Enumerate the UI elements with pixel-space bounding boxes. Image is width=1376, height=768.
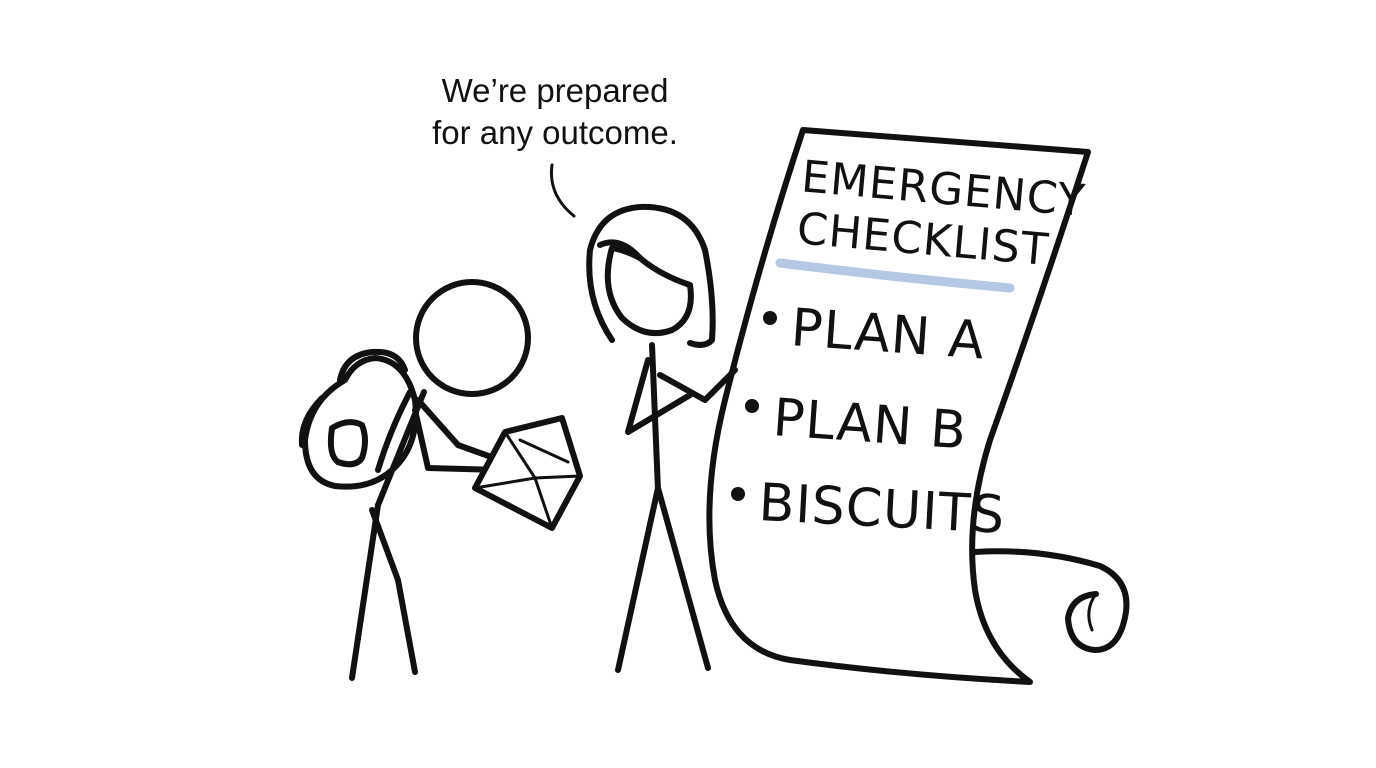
man-arm-lower <box>412 407 503 473</box>
scroll-curl-inner <box>1087 592 1098 632</box>
backpack-pocket <box>327 419 368 468</box>
woman-arm-right <box>657 367 738 403</box>
envelope-icon <box>472 415 583 531</box>
woman-hair <box>586 203 716 348</box>
backpack-strap <box>375 389 413 473</box>
envelope-letter-line <box>518 438 570 464</box>
woman-bangs <box>597 239 643 261</box>
bullet-3 <box>731 487 745 501</box>
speech-line-1: We’re prepared <box>441 72 669 109</box>
man-leg-right <box>369 507 418 675</box>
woman-leg-right <box>655 485 711 671</box>
bullet-2 <box>745 399 759 413</box>
title-underline <box>775 258 1015 293</box>
woman-leg-left <box>615 485 661 673</box>
backpack-side-flap <box>298 395 325 448</box>
man-leg-left <box>349 502 381 681</box>
checklist-item-3: BISCUITS <box>757 473 1006 546</box>
scroll-curl <box>972 548 1130 653</box>
speech-tail <box>549 163 576 218</box>
checklist-scroll: EMERGENCY CHECKLIST PLAN A PLAN B BISCUI… <box>706 127 1130 685</box>
envelope-fold-1 <box>473 476 537 490</box>
envelope-fold-2 <box>533 476 554 530</box>
woman-arm-left <box>625 357 693 435</box>
speech-text: We’re prepared for any outcome. <box>400 70 710 154</box>
checklist-item-2: PLAN B <box>771 388 969 461</box>
checklist-item-1: PLAN A <box>789 298 987 371</box>
woman-face <box>604 245 694 336</box>
envelope-body <box>472 415 583 531</box>
backpack-top-loop <box>337 348 408 383</box>
woman-figure <box>586 203 738 673</box>
speech-line-2: for any outcome. <box>432 114 678 151</box>
bullet-1 <box>763 311 777 325</box>
man-head <box>413 279 531 397</box>
